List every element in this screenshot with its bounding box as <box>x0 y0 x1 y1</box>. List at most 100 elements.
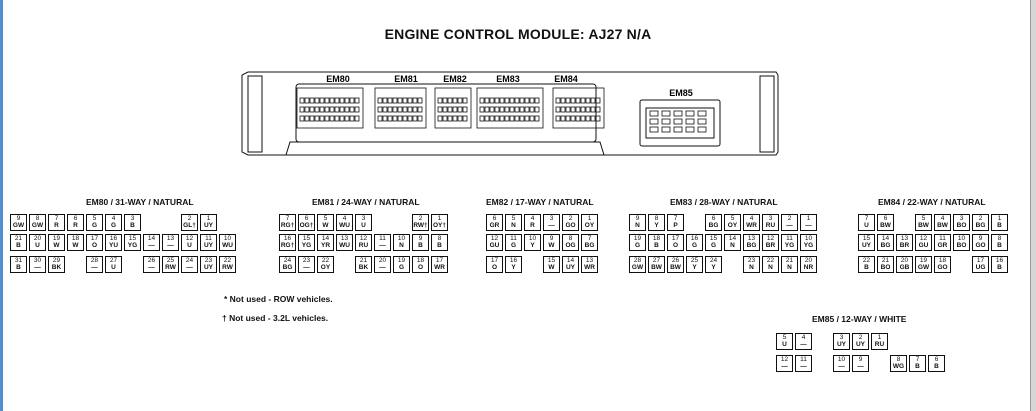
pin-wire-color: — <box>91 264 98 271</box>
ecm-socket-cell <box>570 97 576 104</box>
ecm-socket-cell <box>437 106 443 113</box>
ecm-socket-outline <box>434 87 472 129</box>
pin-number: 11 <box>379 235 386 242</box>
ecm-socket-cell <box>585 115 591 122</box>
ecm-socket-cell <box>462 115 468 122</box>
ecm-socket-cell <box>314 115 320 122</box>
ecm-socket-cell <box>412 115 418 122</box>
pin-number: 26 <box>671 257 680 264</box>
ecm-socket-cell <box>304 115 310 122</box>
pin-number: 10 <box>804 235 813 242</box>
pin-number: 18 <box>416 257 425 264</box>
ecm-label-em83: EM83 <box>496 74 520 84</box>
pin-number: 9 <box>858 356 863 363</box>
pin-wire-color: BK <box>358 264 369 271</box>
pin-number: 10 <box>528 235 537 242</box>
pin-wire-color: O <box>417 264 424 271</box>
em82-label: EM82 / 17-WAY / NATURAL <box>486 197 594 207</box>
pin-number: 6 <box>711 215 716 222</box>
pin-number: 24 <box>283 257 292 264</box>
pin-wire-color: N <box>787 264 792 271</box>
pin-wire-color: YG <box>127 242 138 249</box>
pin-number: 25 <box>166 257 175 264</box>
ecm-socket-cell <box>524 106 530 113</box>
pin-wire-color: OG† <box>299 222 314 229</box>
page-title: ENGINE CONTROL MODULE: AJ27 N/A <box>384 26 652 42</box>
em84-label: EM84 / 22-WAY / NATURAL <box>878 197 986 207</box>
window-scrollbar[interactable] <box>1030 0 1036 411</box>
pin-wire-color: GO <box>975 242 986 249</box>
ecm-socket-cell <box>504 115 510 122</box>
pin-number: 18 <box>652 235 661 242</box>
pin-wire-color: Y <box>654 222 659 229</box>
ecm-right-mount <box>759 75 775 153</box>
ecm-socket-cell <box>377 97 383 104</box>
pin-wire-color: U <box>35 242 40 249</box>
ecm-socket-cell <box>560 97 566 104</box>
ecm-socket-cell <box>590 115 596 122</box>
pin-number: 15 <box>862 235 871 242</box>
ecm-label-em81: EM81 <box>394 74 418 84</box>
ecm-socket-cell <box>437 115 443 122</box>
ecm-socket-cell <box>575 106 581 113</box>
ecm-connector-block <box>295 83 597 143</box>
ecm-socket-cell <box>595 115 601 122</box>
ecm-socket-cell <box>339 97 345 104</box>
ecm-socket-outline <box>476 87 544 129</box>
pin-wire-color: GU <box>489 242 500 249</box>
ecm-socket-cell <box>509 115 515 122</box>
ecm-socket-cell <box>457 115 463 122</box>
ecm-socket-cell <box>565 106 571 113</box>
pin-wire-color: — <box>34 264 41 271</box>
ecm-socket-cell <box>319 106 325 113</box>
ecm-socket-cell <box>324 97 330 104</box>
pin-number: 13 <box>747 235 756 242</box>
pin-number: 19 <box>633 235 642 242</box>
ecm-socket-cell <box>354 97 360 104</box>
pin-number: 18 <box>938 257 947 264</box>
em85-pin-9: 9— <box>852 355 869 372</box>
pin-wire-color: N <box>635 222 640 229</box>
pin-wire-color: W <box>548 242 555 249</box>
ecm-socket-cell <box>442 106 448 113</box>
pin-number: 22 <box>862 257 871 264</box>
pin-wire-color: RU <box>765 222 776 229</box>
ecm-socket-cell <box>377 115 383 122</box>
ecm-socket-cell <box>534 106 540 113</box>
pin-number: 23 <box>302 257 311 264</box>
pin-number: 4 <box>342 215 347 222</box>
ecm-socket-cell <box>447 97 453 104</box>
pin-wire-color: R <box>73 222 78 229</box>
pin-wire-color: B <box>915 363 920 370</box>
ecm-socket-cell <box>555 97 561 104</box>
pin-wire-color: YR <box>320 242 331 249</box>
pin-number: 24 <box>185 257 194 264</box>
pin-number: 8 <box>437 235 442 242</box>
ecm-socket-cell <box>417 106 423 113</box>
ecm-socket-cell <box>397 115 403 122</box>
pin-wire-color: Y <box>511 264 516 271</box>
